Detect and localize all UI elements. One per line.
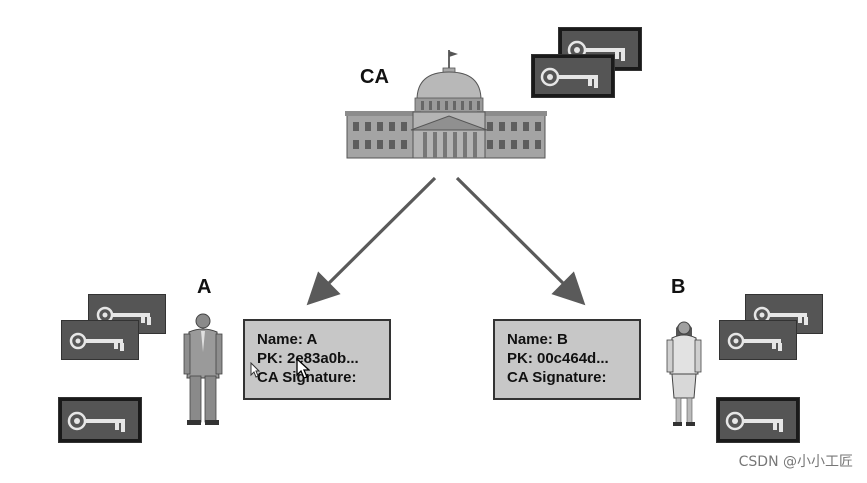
key-icon (725, 411, 783, 432)
ca-label: CA (360, 66, 389, 88)
government-building-icon (345, 50, 547, 159)
arrow-ca-to-a (306, 176, 437, 306)
mouse-cursor-icon (296, 358, 310, 379)
key-icon (67, 411, 125, 432)
resize-marker-icon (250, 362, 260, 378)
watermark: CSDN @小小工匠 (738, 454, 853, 470)
certificate-b: Name: B PK: 00c464d... CA Signature: (493, 319, 641, 400)
certificate-a: Name: A PK: 2e83a0b... CA Signature: (243, 319, 391, 400)
b-private-key-card (716, 397, 800, 443)
b-label: B (671, 276, 686, 298)
man-figure-icon (183, 313, 223, 425)
woman-figure-icon (666, 321, 702, 426)
a-private-key-card (58, 397, 142, 443)
certificate-b-pk: PK: 00c464d... (507, 350, 609, 367)
certificate-a-pk: PK: 2e83a0b... (257, 350, 359, 367)
certificate-a-name: Name: A (257, 331, 318, 348)
certificate-b-signature: CA Signature: (507, 369, 607, 386)
arrow-ca-to-b (455, 176, 586, 306)
b-key-card-front (719, 320, 797, 360)
certificate-a-signature: CA Signature: (257, 369, 357, 386)
certificate-b-name: Name: B (507, 331, 568, 348)
a-label: A (197, 276, 212, 298)
ca-key-card-front (531, 54, 615, 98)
a-key-card-front (61, 320, 139, 360)
key-icon (69, 332, 124, 351)
key-icon (540, 67, 598, 88)
key-icon (727, 332, 782, 351)
